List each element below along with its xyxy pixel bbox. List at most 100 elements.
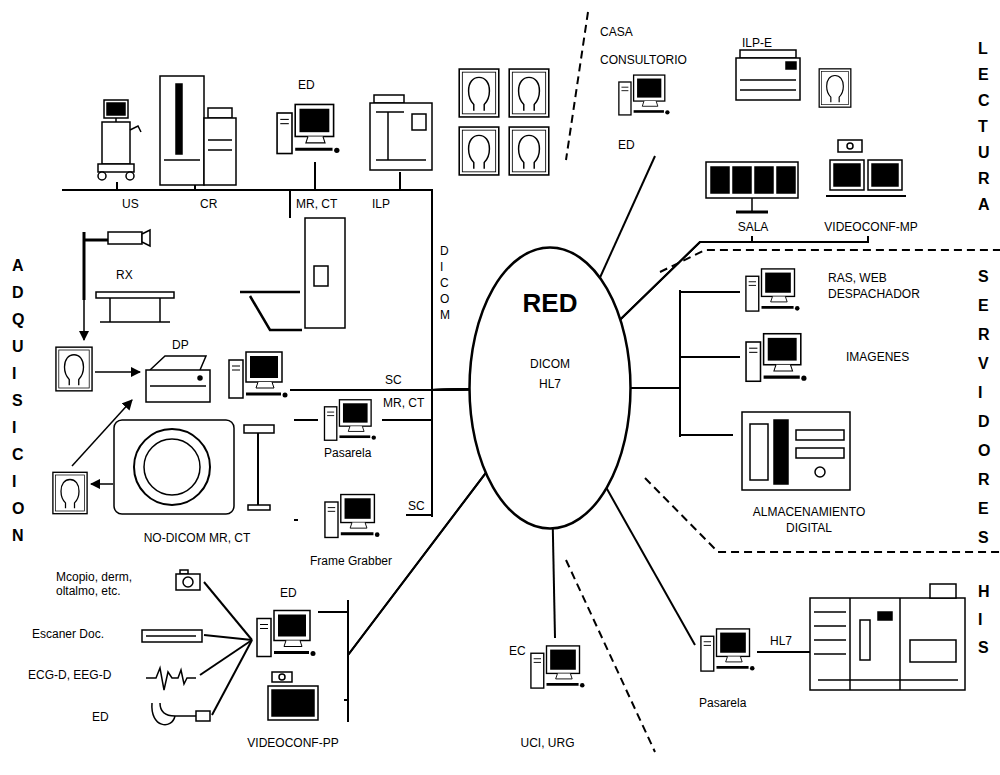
device-node: EC UCI, URG bbox=[505, 638, 592, 752]
film-image bbox=[53, 472, 87, 513]
connector-line bbox=[195, 185, 470, 390]
node-label: VIDEOCONF-MP bbox=[806, 220, 936, 234]
workstation-icon bbox=[701, 629, 755, 671]
film-images bbox=[459, 69, 549, 175]
device-node: IMAGENES bbox=[740, 326, 920, 390]
node-label: RAS, WEB DESPACHADOR bbox=[828, 270, 948, 302]
node-label: Frame Grabber bbox=[298, 554, 404, 568]
node-label: ED bbox=[92, 710, 109, 724]
camera-icon bbox=[176, 570, 200, 590]
connector-line bbox=[631, 388, 734, 435]
device-node: ILP bbox=[366, 92, 436, 172]
node-label: CR bbox=[200, 197, 217, 211]
connector-line bbox=[315, 162, 470, 390]
connector-line bbox=[620, 236, 752, 320]
device-node: CR bbox=[156, 72, 238, 185]
node-label: Escaner Doc. bbox=[32, 627, 104, 641]
node-label: NO-DICOM MR, CT bbox=[102, 531, 292, 545]
mri-machine-icon bbox=[114, 420, 274, 514]
workstation-icon bbox=[619, 75, 670, 115]
device-node: Mcopio, derm, oltalmo, etc. bbox=[56, 566, 204, 610]
bus-lines bbox=[62, 190, 810, 722]
connector-line bbox=[204, 635, 252, 640]
section-label: ADQUISICION bbox=[12, 252, 25, 549]
xray-unit-icon bbox=[84, 230, 174, 340]
stethoscope-icon bbox=[152, 703, 210, 725]
workstation-icon bbox=[277, 104, 339, 153]
film-image bbox=[56, 347, 92, 391]
workstation-icon bbox=[325, 495, 380, 538]
section-label: HIS bbox=[978, 578, 991, 662]
cr-reader-icon bbox=[160, 76, 236, 185]
node-label: SALA bbox=[700, 220, 806, 234]
connector-label: SC bbox=[407, 499, 426, 513]
node-label: DP bbox=[172, 338, 189, 352]
workstation-icon bbox=[324, 400, 375, 440]
connector-line bbox=[212, 640, 252, 715]
connector-line bbox=[606, 488, 695, 645]
node-label: ILP bbox=[372, 197, 390, 211]
flow-arrow bbox=[72, 400, 132, 466]
node-label: Pasarela bbox=[324, 446, 371, 460]
device-node: ED bbox=[252, 586, 318, 666]
node-label: Mcopio, derm, oltalmo, etc. bbox=[56, 570, 168, 598]
connector-line bbox=[400, 172, 470, 390]
device-node: Frame Grabber bbox=[298, 488, 406, 572]
connector-line bbox=[117, 182, 470, 390]
connector-line bbox=[294, 519, 298, 521]
workstation-icon bbox=[746, 269, 800, 311]
device-node: DP bbox=[142, 336, 290, 412]
connector-label: SC bbox=[384, 373, 403, 387]
node-label: RED bbox=[468, 288, 632, 318]
bus-label: DICOM bbox=[440, 243, 450, 323]
node-label: VIDEOCONF-PP bbox=[244, 736, 342, 750]
section-label: LECTURA bbox=[978, 36, 991, 218]
device-node: ILP-E bbox=[730, 36, 805, 112]
connector-line bbox=[344, 473, 486, 700]
node-label: EC bbox=[509, 644, 526, 658]
device-node: ED bbox=[88, 698, 212, 738]
device-node: ECG-D, EEG-D bbox=[28, 656, 200, 694]
node-label: Pasarela bbox=[699, 696, 746, 710]
connector-line bbox=[600, 156, 655, 278]
device-node: ED bbox=[612, 70, 674, 156]
storage-icon bbox=[742, 412, 850, 490]
device-node: SALA bbox=[700, 156, 808, 236]
device-node: ALMACENAMIENTO DIGITAL bbox=[733, 406, 887, 538]
flow-arrow bbox=[95, 371, 140, 373]
videoconference-icon bbox=[826, 140, 906, 196]
ecg-waveform bbox=[146, 668, 196, 690]
flow-arrow bbox=[91, 483, 113, 485]
his-server-icon bbox=[810, 584, 965, 690]
node-label: ALMACENAMIENTO DIGITAL bbox=[733, 504, 885, 536]
section-label: SERVIDORES bbox=[978, 262, 991, 552]
device-node: Pasarela bbox=[318, 396, 382, 462]
device-node: US bbox=[92, 92, 144, 182]
node-label: US bbox=[122, 197, 139, 211]
device-node: ED bbox=[274, 78, 342, 162]
connector-line bbox=[553, 528, 555, 638]
digitizer-icon bbox=[146, 356, 210, 402]
workstation-icon bbox=[229, 352, 288, 398]
node-label: DICOM HL7 bbox=[520, 354, 580, 394]
connector-label: MR, CT bbox=[382, 396, 425, 410]
device-node: RAS, WEB DESPACHADOR bbox=[740, 262, 952, 324]
device-node: NO-DICOM MR, CT bbox=[102, 405, 294, 550]
node-label: ED bbox=[618, 138, 635, 152]
videoconference-icon bbox=[268, 672, 318, 720]
node-label: ECG-D, EEG-D bbox=[28, 668, 111, 682]
device-label: RX bbox=[116, 268, 133, 282]
connector-line bbox=[382, 389, 470, 420]
zone-label: CASA CONSULTORIO bbox=[600, 18, 696, 74]
film-printer-icon bbox=[736, 50, 800, 100]
ultrasound-icon bbox=[98, 100, 141, 180]
connector-line bbox=[204, 582, 252, 640]
connector-line bbox=[200, 640, 252, 675]
link-label: HL7 bbox=[770, 634, 792, 648]
node-label: IMAGENES bbox=[846, 350, 909, 364]
reading-room-icon bbox=[706, 162, 798, 212]
node-label: UCI, URG bbox=[505, 736, 590, 750]
workstation-icon bbox=[746, 334, 806, 382]
node-label: ED bbox=[298, 78, 315, 92]
device-node: VIDEOCONF-MP bbox=[806, 134, 938, 236]
